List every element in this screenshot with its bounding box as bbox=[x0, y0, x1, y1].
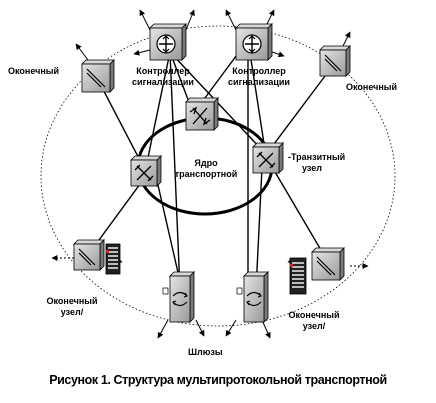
label-line: Оконечный bbox=[46, 296, 98, 306]
server-icon bbox=[108, 247, 118, 269]
gateway-icon bbox=[172, 291, 188, 307]
router-icon bbox=[242, 34, 262, 54]
label-line: сигнализации bbox=[132, 77, 194, 87]
label-terminal-node-left: Оконечный узел/ bbox=[40, 296, 104, 318]
terminal-node-icon bbox=[316, 256, 336, 276]
switch-icon bbox=[256, 151, 276, 169]
label-terminal-top-left: Оконечный bbox=[8, 66, 59, 76]
controller-right bbox=[235, 23, 273, 61]
label-terminal-top-right: Оконечный bbox=[346, 82, 397, 92]
label-controller-left: Контроллер сигнализации bbox=[128, 66, 198, 88]
terminal-top-right bbox=[319, 45, 351, 77]
label-line: узел/ bbox=[60, 307, 84, 317]
switch-left bbox=[130, 155, 162, 187]
label-line: Ядро bbox=[194, 158, 218, 168]
label-core: Ядро транспортной bbox=[168, 158, 244, 180]
server-icon bbox=[292, 262, 304, 288]
label-controller-right: Контроллер сигнализации bbox=[222, 66, 296, 88]
terminal-node-icon bbox=[86, 68, 106, 88]
label-gateways: Шлюзы bbox=[188, 347, 223, 357]
router-icon bbox=[156, 34, 176, 54]
figure-caption: Рисунок 1. Структура мультипротокольной … bbox=[49, 373, 387, 387]
label-line: Оконечный bbox=[288, 310, 340, 320]
terminal-bottom-right bbox=[311, 247, 345, 281]
core-switch bbox=[185, 97, 219, 131]
label-transit: -Транзитный узел bbox=[288, 152, 345, 174]
label-line: транспортной bbox=[174, 169, 238, 179]
switch-icon bbox=[134, 164, 154, 182]
label-line: узел/ bbox=[302, 321, 326, 331]
gateway-right bbox=[236, 271, 269, 323]
label-line: Контроллер bbox=[136, 66, 190, 76]
label-line: -Транзитный bbox=[288, 152, 346, 162]
label-terminal-node-right: Оконечный узел/ bbox=[282, 310, 346, 332]
terminal-node-icon bbox=[324, 54, 342, 72]
server-bottom-left bbox=[105, 243, 121, 275]
label-line: сигнализации bbox=[228, 77, 290, 87]
server-bottom-right bbox=[289, 257, 307, 295]
outer-ring bbox=[40, 25, 396, 327]
switch-icon bbox=[189, 106, 211, 126]
terminal-node-icon bbox=[78, 248, 96, 266]
controller-left bbox=[149, 23, 187, 61]
terminal-top-left bbox=[81, 59, 115, 93]
terminal-bottom-left bbox=[73, 239, 105, 271]
gateway-icon bbox=[246, 291, 262, 307]
label-line: узел bbox=[302, 163, 322, 173]
gateway-left bbox=[162, 271, 195, 323]
switch-transit bbox=[252, 142, 284, 174]
label-line: Контроллер bbox=[232, 66, 286, 76]
